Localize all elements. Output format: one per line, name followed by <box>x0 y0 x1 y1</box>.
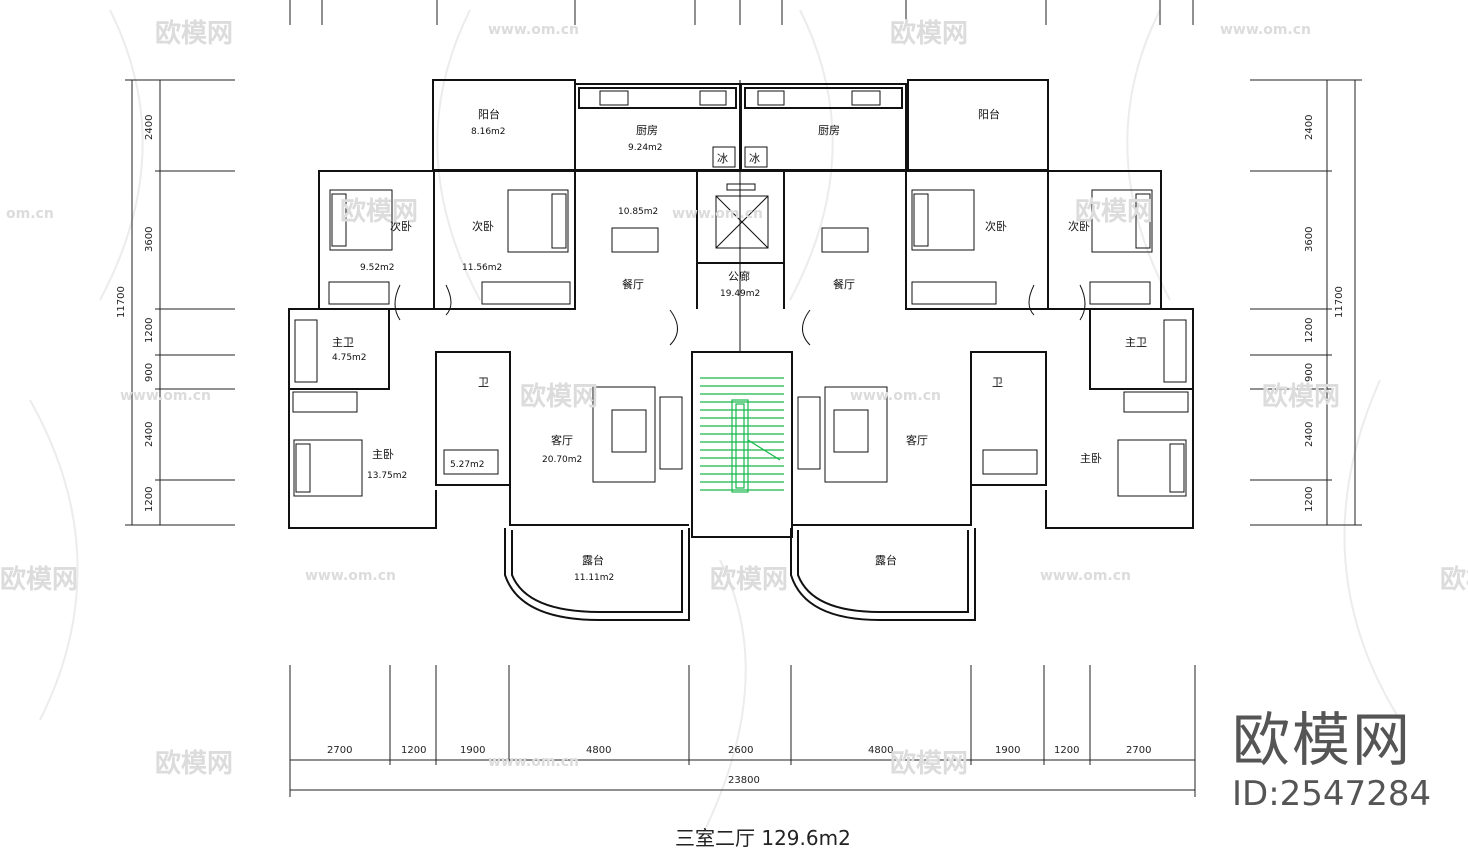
dim-bottom-9: 2700 <box>1126 745 1151 756</box>
dim-left-5: 2400 <box>144 422 155 447</box>
wm-brand-6: 欧模网 <box>1262 381 1340 412</box>
wm-brand-5: 欧模网 <box>520 381 598 412</box>
dim-bottom-8: 1200 <box>1054 745 1079 756</box>
area-living-left: 20.70m2 <box>542 455 582 465</box>
dim-right-6: 1200 <box>1304 487 1315 512</box>
label-terrace-right: 露台 <box>875 553 897 567</box>
wm-url-7: www.om.cn <box>305 568 396 584</box>
label-dining-right: 餐厅 <box>833 277 855 291</box>
watermark-logo-id: ID:2547284 <box>1232 774 1432 814</box>
label-bed2-c: 次卧 <box>985 219 1007 233</box>
label-kitchen-right: 厨房 <box>818 124 840 137</box>
area-bed2-b: 11.56m2 <box>462 263 502 273</box>
label-wc-right: 卫 <box>992 376 1003 389</box>
label-fridge-right: 冰 <box>749 152 760 165</box>
label-master-bed-right: 主卧 <box>1080 452 1102 465</box>
label-master-bath-right: 主卫 <box>1125 336 1147 349</box>
area-master-bed-left: 13.75m2 <box>367 471 407 481</box>
wm-brand-11: 欧模网 <box>890 748 968 779</box>
watermark-arcs <box>29 9 1401 841</box>
walls-right-unit <box>740 79 1194 621</box>
label-bed2-a: 次卧 <box>390 219 412 233</box>
dim-bottom-5: 2600 <box>728 745 753 756</box>
walls-left-unit <box>288 79 741 621</box>
wm-brand-8: 欧模网 <box>710 564 788 595</box>
dim-bottom-6: 4800 <box>868 745 893 756</box>
wm-brand-10: 欧模网 <box>155 748 233 779</box>
label-terrace-left: 露台 <box>582 553 604 567</box>
watermarks: 欧模网 www.om.cn 欧模网 www.om.cn om.cn 欧模网 ww… <box>0 18 1468 779</box>
label-kitchen-left: 厨房 <box>636 124 658 137</box>
wm-brand-7: 欧模网 <box>0 564 78 595</box>
label-living-left: 客厅 <box>551 433 573 447</box>
dim-bottom-7: 1900 <box>995 745 1020 756</box>
core <box>691 80 793 538</box>
wm-brand-3: 欧模网 <box>340 196 418 227</box>
wm-url-5: www.om.cn <box>120 388 211 404</box>
dimension-labels: 2400 3600 1200 900 2400 1200 11700 2400 … <box>116 115 1345 786</box>
dim-left-6: 1200 <box>144 487 155 512</box>
dim-right-3: 1200 <box>1304 318 1315 343</box>
label-living-right: 客厅 <box>906 433 928 447</box>
wm-url-6: www.om.cn <box>850 388 941 404</box>
wm-url-8: www.om.cn <box>1040 568 1131 584</box>
dim-left-total: 11700 <box>116 286 127 318</box>
area-kitchen-left: 9.24m2 <box>628 143 663 153</box>
dim-bottom-2: 1200 <box>401 745 426 756</box>
bottom-dimensions <box>289 665 1196 797</box>
area-bed2-a: 9.52m2 <box>360 263 395 273</box>
label-balcony-left: 阳台 <box>478 107 500 121</box>
dim-left-3: 1200 <box>144 318 155 343</box>
stair-treads <box>700 377 784 493</box>
dim-right-1: 2400 <box>1304 115 1315 140</box>
dim-right-4: 900 <box>1304 363 1315 382</box>
furniture <box>292 90 1189 497</box>
label-dining-left: 餐厅 <box>622 277 644 291</box>
dim-left-1: 2400 <box>144 115 155 140</box>
wm-brand-1: 欧模网 <box>155 18 233 49</box>
label-balcony-right: 阳台 <box>978 107 1000 121</box>
area-balcony-left: 8.16m2 <box>471 127 506 137</box>
area-dining: 10.85m2 <box>618 207 658 217</box>
right-dimensions <box>1250 79 1362 526</box>
plan-caption: 三室二厅 129.6m2 <box>675 826 851 850</box>
label-bed2-b: 次卧 <box>472 219 494 233</box>
area-public: 19.49m2 <box>720 289 760 299</box>
area-terrace-left: 11.11m2 <box>574 573 614 583</box>
wm-url-9: www.om.cn <box>488 754 579 770</box>
dim-left-4: 900 <box>144 363 155 382</box>
wm-url-3: om.cn <box>6 206 54 222</box>
room-labels: 阳台 8.16m2 厨房 9.24m2 厨房 阳台 冰 冰 次卧 9.52m2 … <box>332 107 1147 583</box>
watermark-logo-brand: 欧模网 <box>1232 706 1413 774</box>
dim-bottom-4: 4800 <box>586 745 611 756</box>
dim-left-2: 3600 <box>144 227 155 252</box>
wm-brand-4: 欧模网 <box>1075 196 1153 227</box>
wm-url-1: www.om.cn <box>488 22 579 38</box>
area-master-bath-left: 4.75m2 <box>332 353 367 363</box>
wm-brand-2: 欧模网 <box>890 18 968 49</box>
dim-right-2: 3600 <box>1304 227 1315 252</box>
wm-brand-9: 欧模网 <box>1440 564 1468 595</box>
label-master-bed-left: 主卧 <box>372 448 394 461</box>
watermark-logo: 欧模网 ID:2547284 <box>1232 706 1432 826</box>
wm-url-4: www.om.cn <box>672 206 763 222</box>
area-wc-left: 5.27m2 <box>450 460 485 470</box>
label-fridge-left: 冰 <box>717 152 728 165</box>
dim-bottom-total: 23800 <box>728 775 760 786</box>
label-bed2-d: 次卧 <box>1068 219 1090 233</box>
dim-bottom-1: 2700 <box>327 745 352 756</box>
dim-right-total: 11700 <box>1334 286 1345 318</box>
label-master-bath-left: 主卫 <box>332 336 354 349</box>
left-dimensions <box>125 79 235 526</box>
label-public: 公廊 <box>728 269 750 283</box>
dim-bottom-3: 1900 <box>460 745 485 756</box>
top-grid-lines <box>289 0 1194 25</box>
dim-right-5: 2400 <box>1304 422 1315 447</box>
wm-url-2: www.om.cn <box>1220 22 1311 38</box>
label-wc-left: 卫 <box>478 376 489 389</box>
